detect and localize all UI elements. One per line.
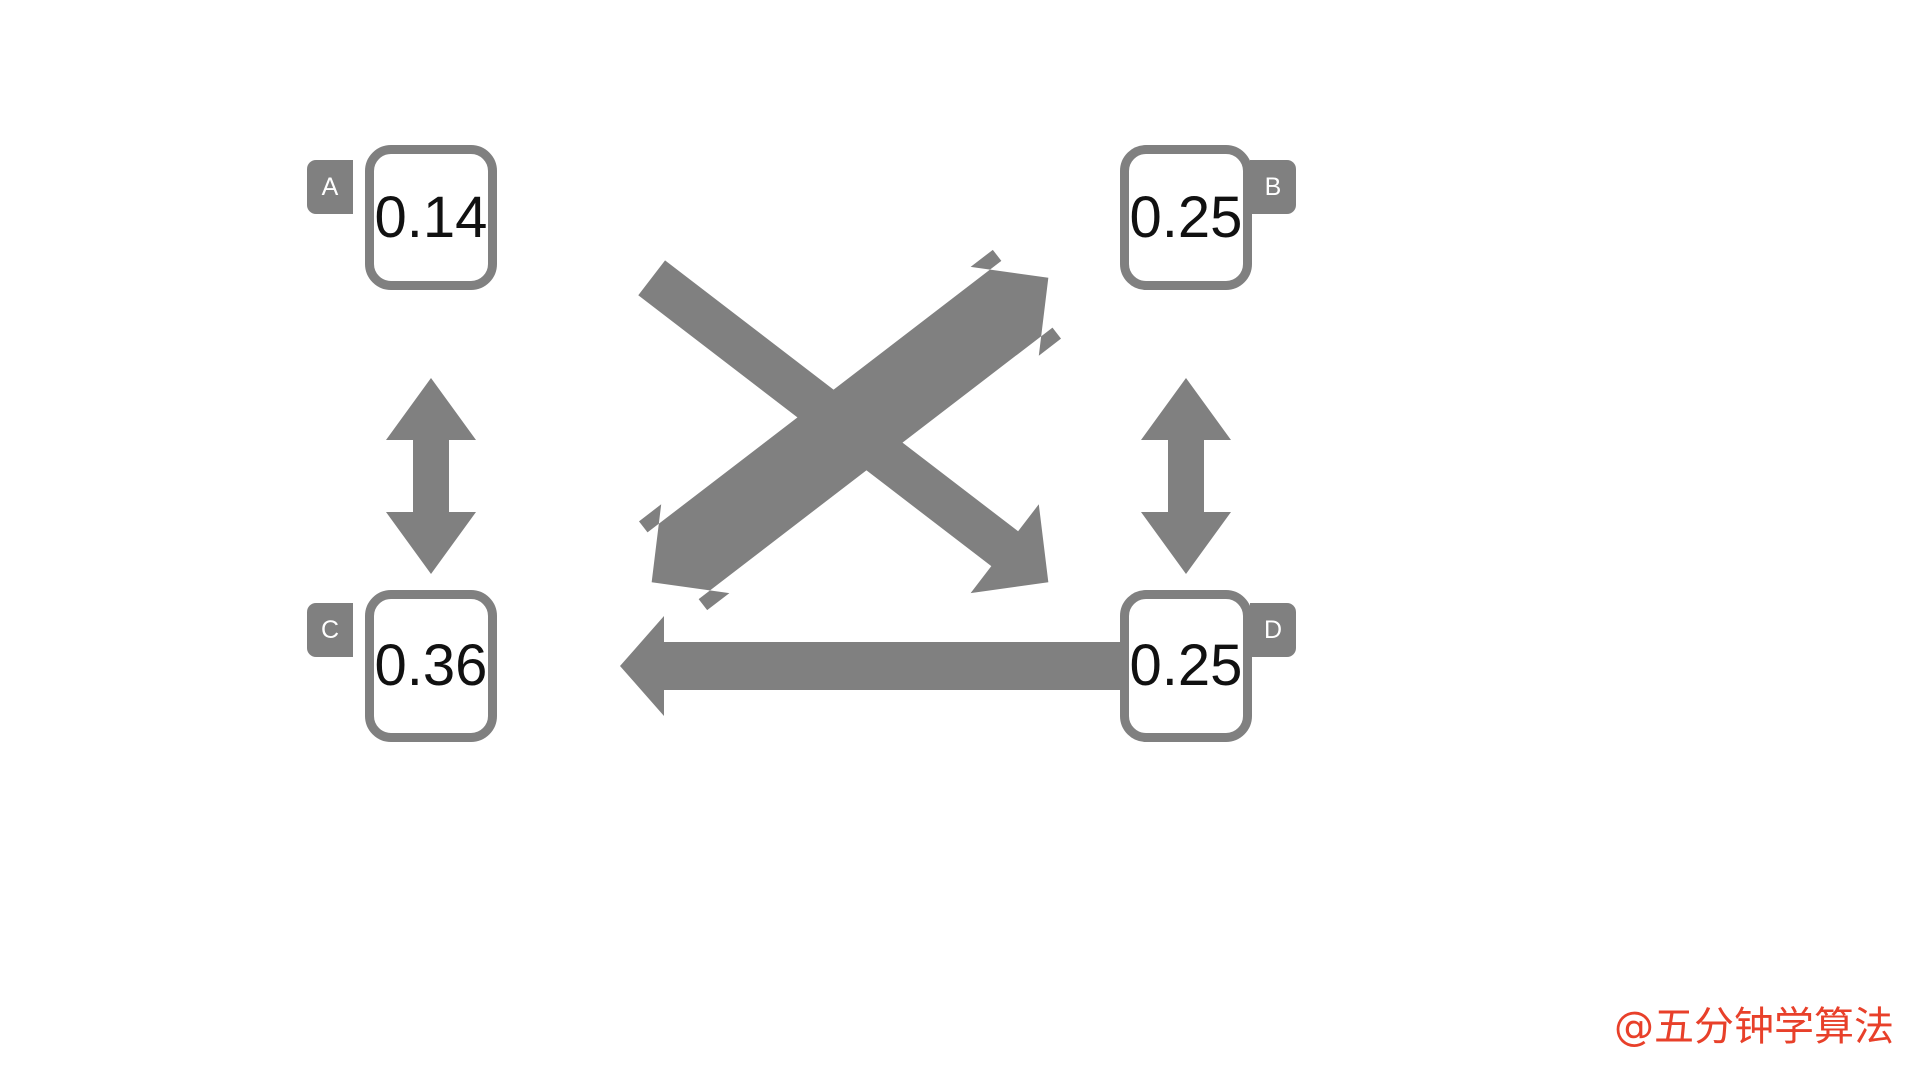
node-tab-label-d: D (1263, 615, 1283, 644)
node-value-d: 0.25 (1129, 633, 1243, 698)
edge-a-c (386, 378, 476, 574)
node-value-c: 0.36 (374, 633, 488, 698)
node-tab-d: D (1250, 603, 1296, 657)
node-value-b: 0.25 (1129, 184, 1243, 250)
node-tab-a: A (307, 160, 353, 214)
node-value-a: 0.14 (374, 184, 488, 250)
edge-c-b (638, 249, 1062, 611)
node-tab-label-c: C (320, 615, 340, 644)
graph-node-d[interactable]: 0.25 (1120, 590, 1252, 742)
edge-b-d (1141, 378, 1231, 574)
graph-node-a[interactable]: 0.14 (365, 145, 497, 290)
edge-a-d (638, 260, 1049, 594)
graph-node-b[interactable]: 0.25 (1120, 145, 1252, 290)
node-tab-label-a: A (321, 172, 339, 201)
watermark-text: @五分钟学算法 (1614, 1004, 1894, 1050)
node-tab-c: C (307, 603, 353, 657)
graph-node-c[interactable]: 0.36 (365, 590, 497, 742)
node-tab-label-b: B (1264, 172, 1282, 201)
edge-d-c (620, 616, 1120, 716)
node-tab-b: B (1250, 160, 1296, 214)
